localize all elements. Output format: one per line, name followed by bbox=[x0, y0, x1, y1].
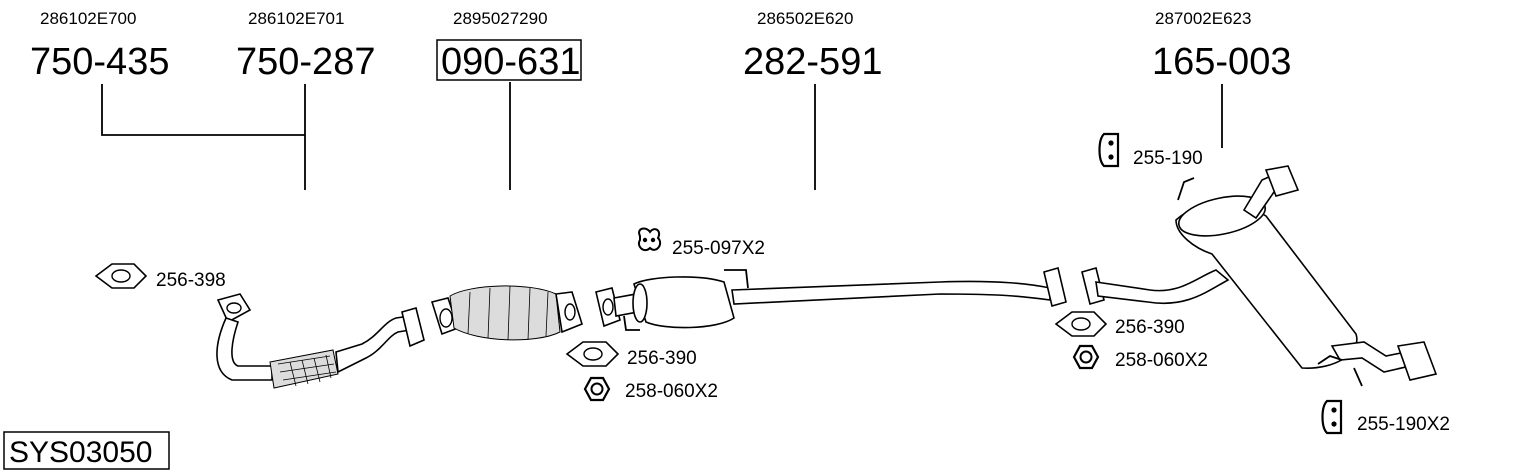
accessory-label-nut-rear[interactable]: 258-060X2 bbox=[1115, 350, 1208, 371]
hanger-icon-rear-bottom[interactable] bbox=[1321, 399, 1343, 435]
accessory-label-nut-cat[interactable]: 258-060X2 bbox=[625, 381, 718, 402]
hanger-icon-rear-top[interactable] bbox=[1098, 132, 1120, 168]
accessory-label-hanger-rear-bottom[interactable]: 255-190X2 bbox=[1357, 414, 1450, 435]
nut-icon-cat[interactable] bbox=[583, 376, 611, 402]
nut-icon-rear[interactable] bbox=[1072, 344, 1100, 370]
part-number-4[interactable]: 282-591 bbox=[743, 41, 882, 83]
oem-number-2: 286102E701 bbox=[248, 9, 344, 28]
accessory-label-gasket-rear[interactable]: 256-390 bbox=[1115, 317, 1185, 338]
system-code: SYS03050 bbox=[9, 436, 152, 469]
gasket-icon-front[interactable] bbox=[94, 263, 148, 289]
oem-number-1: 286102E700 bbox=[40, 9, 136, 28]
gasket-icon-cat[interactable] bbox=[565, 341, 620, 367]
leader-lines bbox=[101, 82, 1223, 190]
part-number-3-box bbox=[436, 39, 582, 81]
oem-number-5: 287002E623 bbox=[1155, 9, 1251, 28]
part-number-3[interactable]: 090-631 bbox=[441, 41, 580, 83]
front-pipe[interactable] bbox=[216, 293, 425, 389]
rear-silencer[interactable] bbox=[1081, 165, 1438, 387]
part-number-1[interactable]: 750-435 bbox=[30, 41, 169, 83]
accessory-label-gasket-cat[interactable]: 256-390 bbox=[627, 348, 697, 369]
system-code-box bbox=[3, 431, 170, 470]
accessory-label-hanger-middle[interactable]: 255-097X2 bbox=[672, 238, 765, 259]
accessory-label-gasket-front[interactable]: 256-398 bbox=[156, 270, 226, 291]
middle-silencer-pipe[interactable] bbox=[595, 267, 1067, 331]
part-number-5[interactable]: 165-003 bbox=[1152, 41, 1291, 83]
oem-number-3: 2895027290 bbox=[453, 9, 548, 28]
hanger-icon-middle[interactable] bbox=[638, 227, 662, 252]
part-number-2[interactable]: 750-287 bbox=[236, 41, 375, 83]
accessory-label-hanger-rear-top[interactable]: 255-190 bbox=[1133, 148, 1203, 169]
gasket-icon-rear[interactable] bbox=[1054, 311, 1108, 337]
oem-number-4: 286502E620 bbox=[757, 9, 853, 28]
catalytic-converter[interactable] bbox=[430, 285, 583, 341]
